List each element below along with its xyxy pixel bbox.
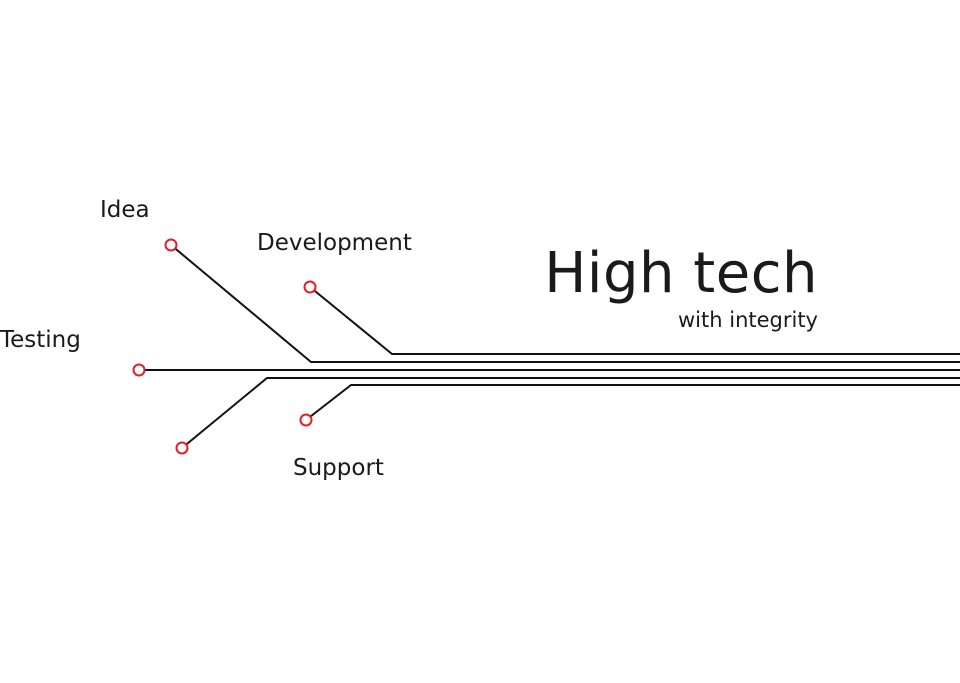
circuit-traces (139, 244, 960, 449)
node-testing-low-icon (175, 441, 189, 455)
branch-label-idea: Idea (100, 197, 150, 223)
branch-label-support: Support (293, 455, 384, 481)
node-support-icon (299, 413, 313, 427)
trace-idea (170, 244, 960, 363)
branch-label-testing: Testing (0, 327, 81, 353)
headline: High tech with integrity (544, 246, 818, 331)
circuit-nodes (132, 238, 317, 455)
trace-testing-low (181, 377, 960, 449)
node-idea-icon (164, 238, 178, 252)
node-development-icon (303, 280, 317, 294)
trace-development (309, 286, 960, 355)
branch-label-development: Development (257, 230, 412, 256)
node-testing-icon (132, 363, 146, 377)
trace-support (305, 384, 960, 421)
headline-title: High tech (544, 241, 818, 306)
headline-subtitle: with integrity (678, 308, 818, 332)
